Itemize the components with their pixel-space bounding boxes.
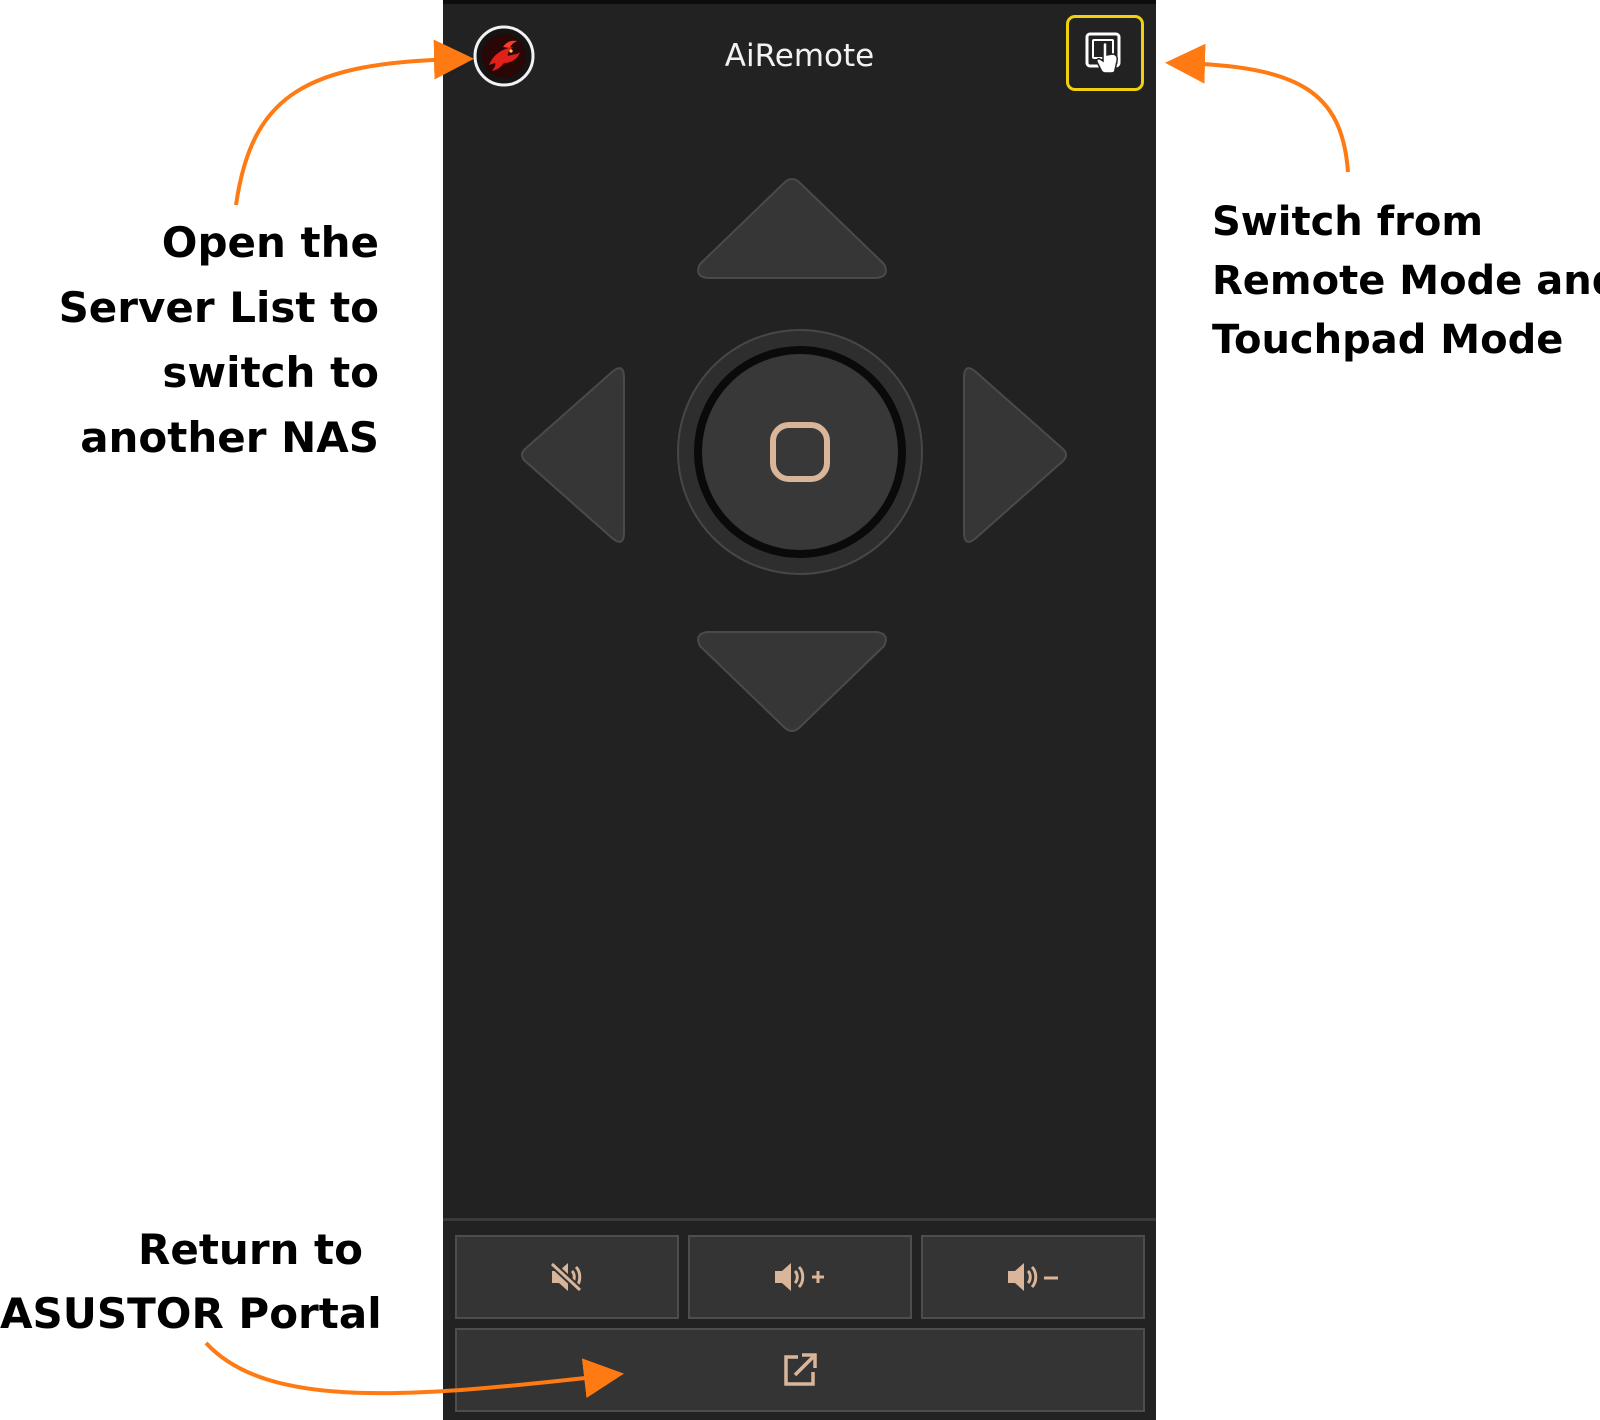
ok-square-icon — [770, 422, 830, 482]
annotation-portal: Return to ASUSTOR Portal — [0, 1225, 382, 1338]
app-title: AiRemote — [724, 38, 875, 74]
server-list-button[interactable] — [473, 25, 535, 87]
status-strip — [443, 0, 1156, 4]
mode-toggle-button[interactable] — [1066, 15, 1144, 91]
dpad-up-button[interactable] — [697, 178, 887, 279]
mute-button[interactable] — [455, 1235, 679, 1319]
touchpad-mode-icon — [1085, 32, 1121, 74]
arrow-to-mode-toggle — [1165, 43, 1350, 173]
dpad-left-button[interactable] — [521, 367, 625, 543]
arrow-to-server-list — [234, 39, 474, 206]
volume-down-icon — [1008, 1263, 1058, 1291]
dpad — [521, 178, 1067, 732]
dpad-down-button[interactable] — [697, 631, 887, 732]
dpad-ok-button[interactable] — [677, 329, 923, 575]
volume-down-button[interactable] — [921, 1235, 1145, 1319]
mute-icon — [548, 1260, 584, 1294]
volume-up-icon — [775, 1263, 824, 1291]
return-to-portal-button[interactable] — [455, 1328, 1145, 1412]
dragon-logo-icon — [473, 25, 535, 87]
external-link-icon — [784, 1353, 817, 1386]
annotation-mode-switch: Switch from Remote Mode and Touchpad Mod… — [1212, 199, 1600, 363]
annotation-server-list: Open the Server List to switch to anothe… — [58, 218, 379, 462]
dpad-right-button[interactable] — [963, 367, 1067, 543]
volume-up-button[interactable] — [688, 1235, 912, 1319]
bottom-divider — [443, 1218, 1156, 1221]
phone-screen: AiRemote — [443, 0, 1156, 1420]
